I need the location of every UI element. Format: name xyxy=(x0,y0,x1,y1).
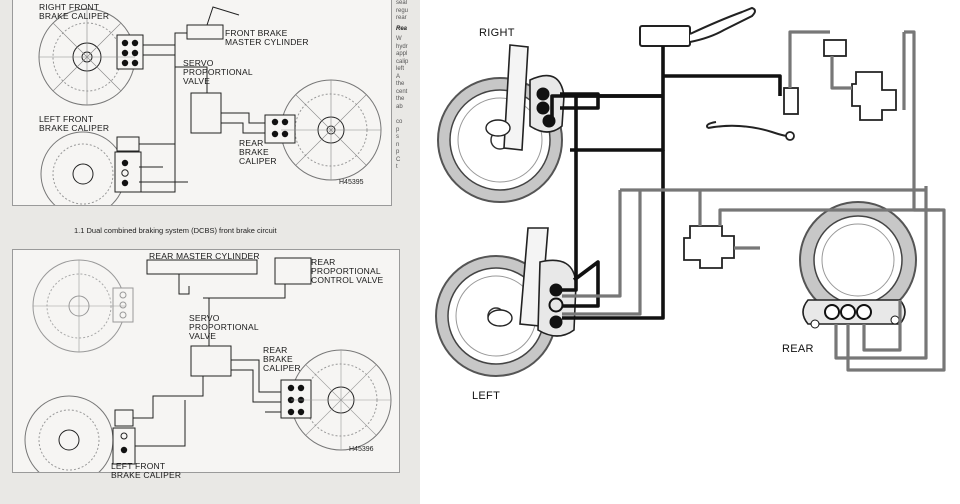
left-fork xyxy=(487,227,577,337)
label-left-front-caliper: LEFT FRONT BRAKE CALIPER xyxy=(39,114,110,133)
side-line: cent xyxy=(396,88,408,95)
figure1-drawing xyxy=(38,6,382,205)
rear-master-cylinder xyxy=(823,39,897,121)
side-line: ab xyxy=(396,103,403,110)
servo-valve xyxy=(683,225,735,269)
label-servo-valve: SERVO PROPORTIONAL VALVE xyxy=(183,58,253,86)
figure2-code: H45396 xyxy=(349,446,374,453)
side-line: appl xyxy=(396,51,408,57)
label-servo-valve-2: SERVO PROPORTIONAL VALVE xyxy=(189,313,259,341)
side-heading: Rea xyxy=(396,25,408,32)
side-line: rear xyxy=(396,15,407,21)
side-line: the xyxy=(396,81,405,87)
side-line: C xyxy=(396,156,401,163)
figure-front-brake-circuit: RIGHT FRONT BRAKE CALIPER FRONT BRAKE MA… xyxy=(12,0,392,206)
label-right-front-caliper: RIGHT FRONT BRAKE CALIPER xyxy=(39,2,110,21)
label-left-front-caliper-2: LEFT FRONT BRAKE CALIPER xyxy=(111,461,182,480)
side-line: s xyxy=(396,134,399,140)
manual-page: RIGHT FRONT BRAKE CALIPER FRONT BRAKE MA… xyxy=(0,0,420,504)
left-front-wheel xyxy=(435,255,557,377)
figure1-caption: 1.1 Dual combined braking system (DCBS) … xyxy=(74,226,277,235)
right-front-wheel xyxy=(437,77,563,203)
side-text-column: seal regu rear Rea W hydr appl calip lef… xyxy=(396,0,420,220)
side-line: regu xyxy=(396,7,409,14)
label-rear: REAR xyxy=(782,343,814,355)
side-line: A xyxy=(396,73,401,80)
side-line: the xyxy=(396,96,405,102)
side-line: seal xyxy=(396,0,408,6)
figure-rear-brake-circuit: REAR MASTER CYLINDER REAR PROPORTIONAL C… xyxy=(12,249,400,480)
right-fork xyxy=(485,44,565,151)
label-rear-control-valve: REAR PROPORTIONAL CONTROL VALVE xyxy=(311,257,384,285)
control-valve xyxy=(706,87,799,141)
side-line: t xyxy=(396,164,398,170)
label-right: RIGHT xyxy=(479,27,515,39)
figure1-code: H45395 xyxy=(339,179,364,186)
label-rear-caliper-2: REAR BRAKE CALIPER xyxy=(263,345,301,373)
side-line: co xyxy=(396,119,403,125)
label-front-master-cylinder: FRONT BRAKE MASTER CYLINDER xyxy=(225,28,309,47)
rear-wheel xyxy=(799,201,917,319)
side-line: n xyxy=(396,141,400,148)
side-line: calip xyxy=(396,58,409,65)
side-line: left xyxy=(396,66,405,72)
label-rear-master-cylinder: REAR MASTER CYLINDER xyxy=(149,251,260,261)
side-line: W xyxy=(396,36,402,42)
side-line: hydr xyxy=(396,43,408,50)
front-master-cylinder xyxy=(639,6,756,47)
label-left: LEFT xyxy=(472,390,501,402)
side-line: p xyxy=(396,126,400,133)
label-rear-caliper: REAR BRAKE CALIPER xyxy=(239,138,277,166)
rear-caliper xyxy=(802,299,906,329)
figure2-drawing xyxy=(24,257,392,472)
side-line: p xyxy=(396,149,400,155)
